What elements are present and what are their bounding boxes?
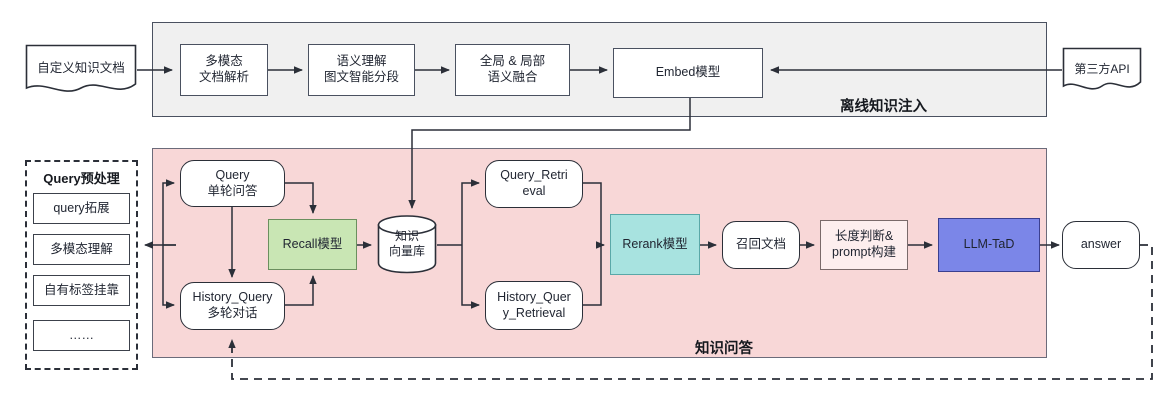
step-multimodal-parse-label: 多模态 文档解析 [198,54,249,84]
knowledge-vector-db-node[interactable]: 知识 向量库 [377,214,437,274]
step-semantic-understanding[interactable]: 语义理解 图文智能分段 [308,44,415,96]
answer-node[interactable]: answer [1062,221,1140,269]
llm-tad-label: LLM-TaD [963,237,1015,252]
third-party-api-node[interactable]: 第三方API [1062,47,1142,92]
recall-docs-node[interactable]: 召回文档 [722,221,800,269]
rerank-model-label: Rerank模型 [622,236,688,251]
query-retrieval-node[interactable]: Query_Retri eval [485,160,583,208]
step-semantic-fusion[interactable]: 全局 & 局部 语义融合 [455,44,570,96]
preprocess-item-own-tags[interactable]: 自有标签挂靠 [33,275,130,306]
preprocess-item-multimodal[interactable]: 多模态理解 [33,234,130,265]
query-retrieval-label: Query_Retri eval [500,168,568,198]
rerank-model-node[interactable]: Rerank模型 [610,214,700,275]
step-semantic-understanding-label: 语义理解 图文智能分段 [323,54,399,84]
source-document-node[interactable]: 自定义知识文档 [25,44,137,94]
query-single-turn-label: Query 单轮问答 [207,167,258,198]
offline-group-label: 离线知识注入 [840,99,927,115]
preprocess-item-ellipsis[interactable]: …… [33,320,130,351]
history-query-node[interactable]: History_Query 多轮对话 [180,282,285,330]
preprocess-item-multimodal-label: 多模态理解 [50,241,113,256]
preprocess-item-query-expansion[interactable]: query拓展 [33,193,130,224]
query-single-turn-node[interactable]: Query 单轮问答 [180,160,285,207]
answer-label: answer [1080,237,1122,252]
step-semantic-fusion-label: 全局 & 局部 语义融合 [479,54,546,84]
preprocess-item-own-tags-label: 自有标签挂靠 [43,282,119,297]
qa-group-label: 知识问答 [695,341,753,357]
step-embed-model[interactable]: Embed模型 [613,48,763,98]
history-query-label: History_Query 多轮对话 [192,290,273,320]
recall-docs-label: 召回文档 [735,237,786,252]
third-party-api-label: 第三方API [1074,62,1130,76]
history-query-retrieval-node[interactable]: History_Quer y_Retrieval [485,281,583,330]
source-document-label: 自定义知识文档 [37,61,125,76]
prompt-build-label: 长度判断& prompt构建 [832,229,896,259]
knowledge-vector-db-label: 知识 向量库 [388,229,425,258]
llm-tad-node[interactable]: LLM-TaD [938,218,1040,272]
prompt-build-node[interactable]: 长度判断& prompt构建 [820,220,908,270]
recall-model-node[interactable]: Recall模型 [268,219,357,270]
query-preprocess-title: Query预处理 [43,171,120,186]
preprocess-item-ellipsis-label: …… [69,327,94,342]
preprocess-item-query-expansion-label: query拓展 [53,200,110,215]
step-multimodal-parse[interactable]: 多模态 文档解析 [180,44,268,96]
query-preprocess-container [25,160,138,370]
recall-model-label: Recall模型 [282,236,343,251]
step-embed-model-label: Embed模型 [655,65,721,80]
history-query-retrieval-label: History_Quer y_Retrieval [497,289,571,320]
